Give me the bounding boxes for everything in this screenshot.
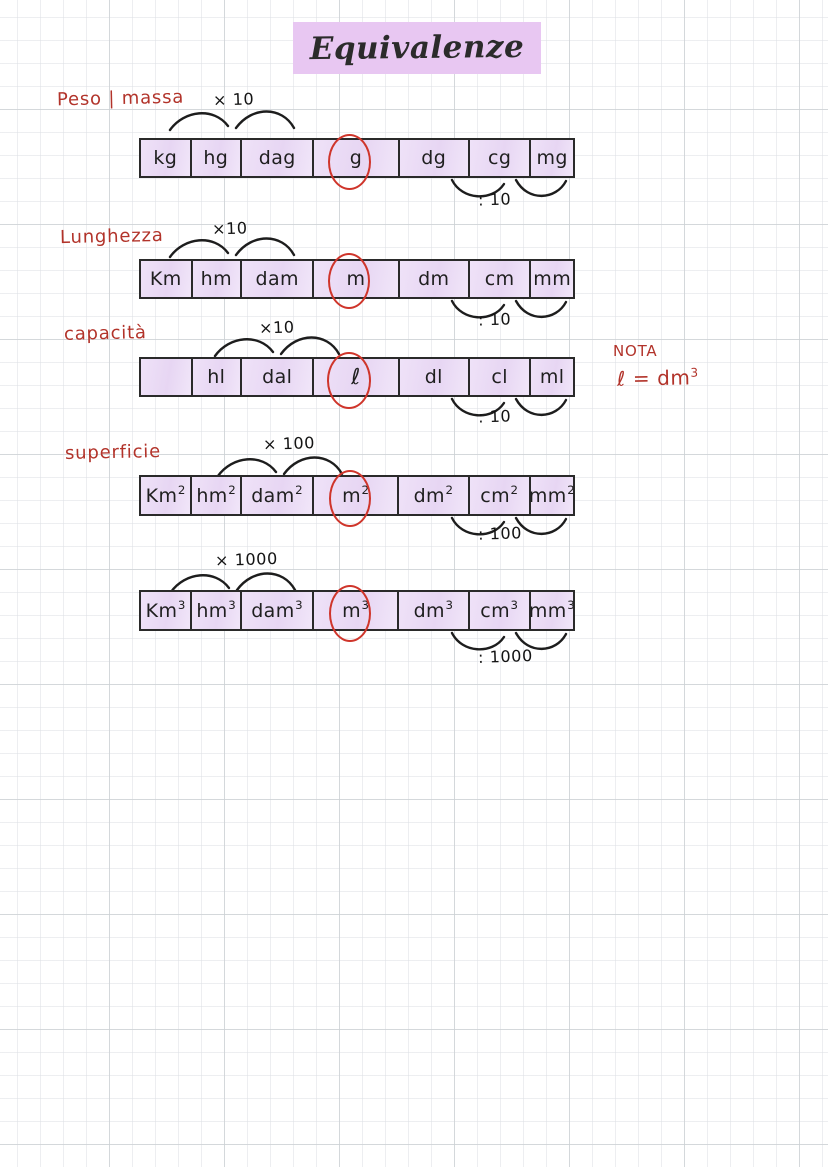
unit-cell[interactable]: cl	[469, 359, 532, 395]
unit-cell-text: hm2	[196, 483, 237, 507]
unit-cell-text: mm2	[528, 483, 576, 507]
unit-cell-text: mm3	[528, 598, 576, 622]
unit-cell[interactable]: mm	[531, 261, 573, 297]
unit-cell-base[interactable]: m3	[314, 592, 400, 629]
unit-cell[interactable]: dm2	[399, 477, 470, 514]
unit-cell-text: cm3	[480, 598, 519, 622]
unit-cell[interactable]: hg	[191, 140, 243, 176]
unit-cell[interactable]: mm2	[528, 477, 576, 514]
unit-cell[interactable]: hl	[192, 359, 243, 395]
title-highlight-band	[293, 22, 541, 74]
unit-cell[interactable]: dm3	[399, 592, 470, 629]
unit-strip-volume: Km3 hm3 dam3 m3 dm3 cm3 mm3	[139, 590, 575, 631]
multiply-arcs-superficie	[216, 450, 346, 478]
divide-label-superficie: : 100	[477, 523, 523, 544]
unit-cell[interactable]: dm	[399, 261, 470, 297]
note-body: ℓ = dm3	[616, 365, 699, 391]
section-label-peso-massa: Peso | massa	[56, 86, 185, 111]
multiply-label-lunghezza: ×10	[211, 218, 248, 239]
divide-label-lunghezza: : 10	[477, 309, 512, 330]
unit-cell-base[interactable]: g	[314, 140, 400, 176]
unit-cell-text: m2	[342, 483, 370, 507]
unit-strip-superficie: Km2 hm2 dam2 m2 dm2 cm2 mm2	[139, 475, 575, 516]
divide-label-peso-massa: : 10	[477, 189, 512, 210]
unit-cell[interactable]: Km3	[141, 592, 193, 629]
section-label-capacita: capacità	[63, 322, 147, 345]
unit-strip-capacita: hl dal ℓ dl cl ml	[139, 357, 575, 397]
page-title: Equivalenze	[309, 28, 525, 68]
unit-cell-text: hm3	[196, 598, 237, 622]
unit-cell-text: Km2	[145, 483, 186, 507]
unit-cell-text: cm2	[480, 483, 519, 507]
unit-cell-base[interactable]: m2	[314, 477, 400, 514]
unit-cell[interactable]: dg	[399, 140, 470, 176]
unit-cell-empty[interactable]	[141, 359, 193, 395]
unit-cell[interactable]: dag	[242, 140, 315, 176]
unit-cell[interactable]: kg	[141, 140, 192, 176]
unit-cell-text: m3	[342, 598, 370, 622]
unit-cell[interactable]: hm3	[192, 592, 242, 629]
unit-cell-text: dam3	[251, 598, 303, 622]
unit-cell[interactable]: cm2	[469, 477, 531, 514]
section-label-superficie: superficie	[64, 440, 162, 465]
unit-cell-text: dm2	[413, 483, 454, 507]
unit-cell[interactable]: cg	[469, 140, 532, 176]
multiply-label-capacita: ×10	[258, 317, 295, 338]
unit-cell[interactable]: mm3	[528, 592, 576, 629]
unit-cell[interactable]: dl	[399, 359, 470, 395]
multiply-label-superficie: × 100	[262, 433, 316, 454]
unit-cell[interactable]: hm	[192, 261, 243, 297]
multiply-label-volume: × 1000	[214, 548, 279, 571]
unit-cell[interactable]: cm	[469, 261, 532, 297]
note-title: NOTA	[613, 342, 658, 360]
unit-cell[interactable]: hm2	[192, 477, 242, 514]
unit-cell-text: dam2	[251, 483, 303, 507]
unit-cell-text: dm3	[413, 598, 454, 622]
unit-cell[interactable]: Km	[141, 261, 193, 297]
unit-strip-peso-massa: kg hg dag g dg cg mg	[139, 138, 575, 178]
unit-cell[interactable]: dam2	[241, 477, 315, 514]
unit-cell-base[interactable]: ℓ	[314, 359, 400, 395]
unit-strip-lunghezza: Km hm dam m dm cm mm	[139, 259, 575, 299]
divide-label-volume: : 1000	[477, 646, 534, 667]
unit-cell-text: Km3	[145, 598, 186, 622]
unit-cell[interactable]: dam3	[241, 592, 315, 629]
unit-cell[interactable]: Km2	[141, 477, 193, 514]
unit-cell-base[interactable]: m	[314, 261, 400, 297]
unit-cell[interactable]: mg	[531, 140, 573, 176]
unit-cell[interactable]: ml	[531, 359, 573, 395]
unit-cell[interactable]: dam	[242, 261, 315, 297]
unit-cell[interactable]: dal	[242, 359, 315, 395]
divide-label-capacita: : 10	[477, 406, 512, 427]
multiply-label-peso-massa: × 10	[212, 89, 255, 110]
unit-cell[interactable]: cm3	[469, 592, 531, 629]
section-label-lunghezza: Lunghezza	[59, 224, 164, 249]
